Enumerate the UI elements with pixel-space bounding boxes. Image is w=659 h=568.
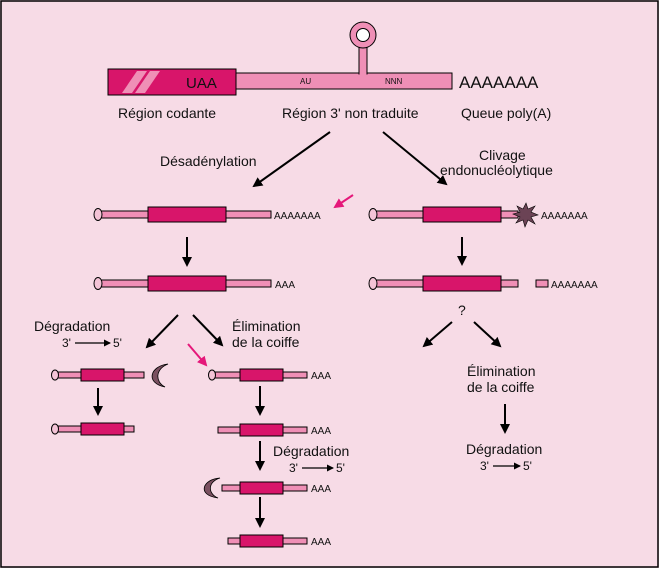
cap-icon	[51, 369, 59, 381]
break-mark	[122, 71, 147, 93]
arrow-unknown-left	[422, 321, 453, 348]
stop-codon-text: UAA	[186, 75, 217, 92]
break-mark	[135, 71, 160, 93]
mrna-decapping-4: AAA	[227, 534, 331, 548]
endonuclease-star-icon	[512, 202, 539, 228]
poly-a-text: AAAAAAA	[459, 73, 539, 92]
exonuclease-icon	[203, 477, 221, 499]
direction2-3: 3'	[289, 461, 298, 475]
arrow-to-degradation	[145, 314, 179, 349]
mrna-degradation-2	[51, 422, 135, 436]
right-direction-5: 5'	[523, 459, 532, 473]
exonuclease-icon	[151, 363, 169, 388]
label-utr: Région 3' non traduite	[282, 105, 419, 121]
cleaved-fragment	[535, 279, 549, 288]
tail-text: AAA	[311, 426, 331, 437]
cleavage-label-2: endonucléolytique	[440, 162, 553, 178]
mrna-left-2: AAA	[93, 275, 295, 292]
arrow-unknown-right	[473, 321, 502, 348]
hairpin-hole	[356, 28, 370, 42]
arrow-to-decapping	[192, 314, 224, 347]
right-decapping-label-2: de la coiffe	[467, 379, 535, 395]
mrna-right-1: AAAAAAA	[368, 202, 588, 228]
cap-icon	[51, 423, 59, 435]
tail-text: AAAAAAA	[541, 211, 588, 222]
degradation-label: Dégradation	[34, 318, 110, 334]
arrow-to-deadenylation	[252, 131, 331, 188]
direction-5: 5'	[113, 336, 122, 350]
mrna-decapping-3: AAA	[203, 477, 331, 499]
deadenylation-label: Désadénylation	[160, 153, 257, 169]
arrow-to-cleavage	[382, 131, 448, 186]
mrna-decapping-2: AAA	[217, 423, 331, 437]
cap-icon	[368, 277, 378, 290]
tail-text: AAA	[275, 280, 295, 291]
au-element-text: AU	[300, 77, 311, 86]
right-decapping-label-1: Élimination	[467, 363, 535, 379]
direction-3: 3'	[62, 336, 71, 350]
utr-bar	[235, 72, 453, 90]
cap-icon	[368, 208, 378, 221]
question-mark: ?	[458, 302, 466, 318]
label-coding: Région codante	[118, 105, 216, 121]
mrna-right-2: AAAAAAA	[368, 275, 598, 292]
decapping-label-1: Élimination	[232, 318, 300, 334]
tail-text: AAAAAAA	[274, 211, 321, 222]
degradation2-label: Dégradation	[273, 443, 349, 459]
cap-icon	[208, 369, 216, 381]
decapping-label-2: de la coiffe	[232, 334, 300, 350]
tail-text: AAA	[311, 484, 331, 495]
fragment-tail-text: AAAAAAA	[551, 280, 598, 291]
pink-arrow-icon	[187, 343, 208, 367]
nnn-element-text: NNN	[385, 77, 403, 86]
cap-icon	[93, 277, 103, 290]
tail-text: AAA	[311, 537, 331, 548]
right-degradation-label: Dégradation	[466, 441, 542, 457]
top-mrna: UAA AU NNN AAAAAAA Région codante Région…	[107, 21, 551, 121]
cap-icon	[93, 208, 103, 221]
mrna-left-1: AAAAAAA	[93, 206, 321, 223]
label-tail: Queue poly(A)	[461, 105, 551, 121]
cleavage-label-1: Clivage	[479, 147, 526, 163]
direction2-5: 5'	[336, 461, 345, 475]
pink-arrow-icon	[333, 194, 354, 209]
mrna-decapping-1: AAA	[208, 368, 331, 382]
right-direction-3: 3'	[480, 459, 489, 473]
stem-joint	[359, 73, 367, 76]
tail-text: AAA	[311, 371, 331, 382]
mrna-degradation-1	[51, 363, 169, 388]
